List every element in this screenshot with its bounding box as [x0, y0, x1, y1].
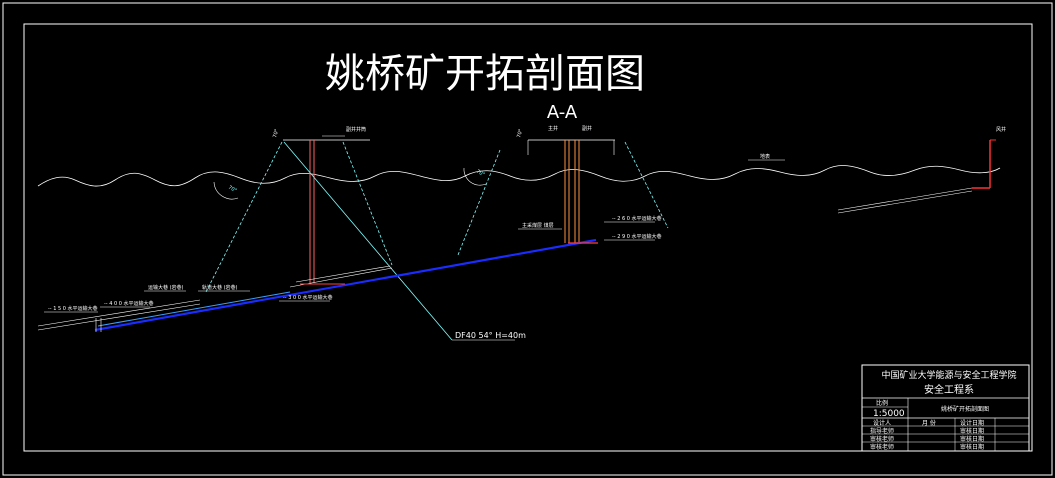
angle-mark-2: 70°: [227, 185, 238, 195]
angle-mark-3: 70°: [516, 128, 524, 139]
coal-seam-lower: [37, 303, 201, 331]
coal-seam-upper: [37, 299, 201, 327]
angle-mark-1: 70°: [272, 128, 280, 139]
tb-r2c3: 审核日期: [960, 427, 984, 435]
inner-border: [23, 23, 1033, 452]
tb-scale-value: 1:5000: [873, 409, 905, 419]
level-right-up-label: -- 2 6 0 水平运输大巷: [612, 215, 662, 222]
drawing-title: 姚桥矿开拓剖面图: [325, 51, 645, 97]
pillar-line-2b: [624, 141, 669, 229]
tb-r3c1: 审核老师: [870, 435, 894, 443]
fault-label: DF40 54° H=40m: [455, 331, 526, 340]
fault-line: [283, 141, 453, 341]
tb-r1c1: 设计人: [873, 419, 891, 427]
tb-r4c1: 审核老师: [870, 443, 894, 451]
coal-seam-label: 主采煤层 煤层: [522, 222, 554, 229]
tb-school: 中国矿业大学能源与安全工程学院: [881, 369, 1016, 381]
pillar-line-1b: [342, 141, 393, 266]
tb-r3c3: 审核日期: [960, 435, 984, 443]
level-right-low-label: -- 2 9 0 水平运输大巷: [612, 233, 662, 240]
pillar-line-2a: [457, 149, 501, 256]
tb-r1c2: 月 份: [922, 419, 936, 427]
pillar-line-1a: [205, 141, 283, 293]
track-roadway: [97, 291, 291, 327]
ground-surface-line: [37, 165, 1001, 187]
ground-surface-label: 地表: [760, 153, 770, 160]
level-label-2: -- 4 0 0 水平运输大巷: [104, 300, 154, 307]
tb-scale-label: 比例: [876, 399, 888, 407]
title-block: 中国矿业大学能源与安全工程学院 安全工程系 比例 1:5000 姚桥矿开拓剖面图…: [861, 364, 1030, 452]
level-label-1: -- 1 5 0 水平运输大巷: [48, 305, 98, 312]
angle-mark-4: 70°: [475, 169, 486, 179]
right-roadway-upper: [837, 187, 973, 211]
right-roadway-lower: [837, 190, 973, 214]
tb-r2c1: 指导老师: [870, 427, 894, 435]
section-label: A-A: [547, 102, 578, 123]
roadway-b-label: 轨道大巷 (岩巷): [202, 284, 238, 291]
tb-dept: 安全工程系: [924, 383, 974, 396]
shaft2-right-label: 副井: [582, 125, 592, 132]
roadway-a-label: 运输大巷 (岩巷): [148, 284, 184, 291]
shaft1-label: 副井井筒: [346, 126, 366, 133]
level-mid-label: -- 3 0 0 水平运输大巷: [283, 294, 333, 301]
tb-drawing-name: 姚桥矿开拓剖面图: [941, 405, 989, 413]
shaft2-left-label: 主井: [548, 125, 558, 132]
tb-r4c3: 审核日期: [960, 443, 984, 451]
tb-r1c3: 设计日期: [960, 419, 984, 427]
main-haulage-roadway: [94, 238, 597, 332]
right-shaft-label: 风井: [996, 126, 1006, 133]
